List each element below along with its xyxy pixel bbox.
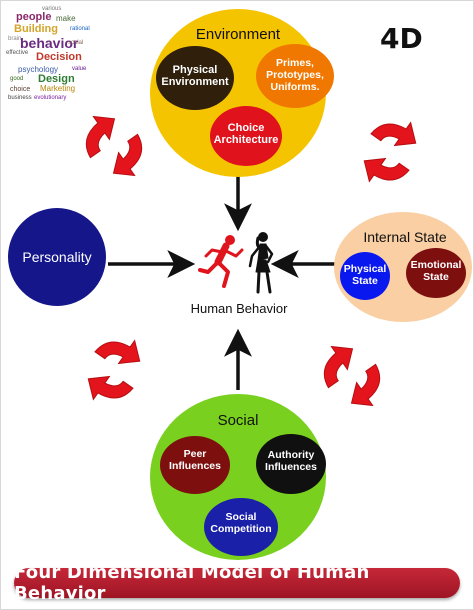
environment-title: Environment: [195, 26, 281, 43]
word-cloud-word: behavior: [20, 35, 79, 51]
physical-state-circle: [340, 252, 390, 300]
choice-architecture-circle: [210, 106, 282, 166]
word-cloud-word: business: [8, 95, 32, 101]
word-cloud-word: rational: [70, 26, 90, 32]
peer-influences-circle: [160, 436, 230, 494]
authority-influences-label: Authority Influences: [265, 449, 317, 473]
word-cloud-word: people: [16, 11, 52, 23]
word-cloud-word: social: [68, 40, 84, 46]
internal-state-title: Internal State: [363, 229, 447, 245]
word-cloud-logo: various people make Building behavior De…: [6, 6, 92, 102]
personality-title: Personality: [22, 249, 92, 265]
emotional-state-label: Emotional State: [410, 259, 462, 283]
dimension-badge: 4D: [380, 22, 423, 55]
title-banner-text: Four Dimensional Model of Human Behavior: [14, 562, 370, 604]
standing-woman-icon: [248, 232, 274, 294]
cycle-arrows-icon: [347, 107, 433, 197]
physical-state-label: Physical State: [343, 263, 387, 287]
running-man-icon: [198, 235, 244, 288]
social-competition-label: Social Competition: [210, 511, 272, 535]
word-cloud-word: make: [56, 14, 76, 23]
personality-circle: [8, 208, 106, 306]
social-competition-circle: [204, 498, 278, 556]
emotional-state-circle: [406, 248, 466, 298]
human-behavior-label: Human Behavior: [190, 301, 288, 316]
word-cloud-word: value: [72, 66, 87, 72]
peer-influences-label: Peer Influences: [169, 448, 221, 472]
physical-environment-circle: [156, 46, 234, 110]
title-banner: Four Dimensional Model of Human Behavior: [14, 562, 460, 604]
word-cloud-word: Design: [38, 73, 75, 85]
primes-circle: [256, 44, 334, 108]
word-cloud-word: brain: [8, 36, 22, 42]
authority-influences-circle: [256, 434, 326, 494]
word-cloud-word: Building: [14, 23, 58, 35]
word-cloud-word: Marketing: [40, 84, 76, 93]
cycle-arrows-icon: [309, 331, 395, 421]
word-cloud-word: good: [10, 76, 24, 82]
cycle-arrows-icon: [71, 101, 157, 191]
primes-label: Primes, Prototypes, Uniforms.: [266, 57, 324, 93]
word-cloud-word: various: [42, 6, 62, 12]
word-cloud-word: evolutionary: [34, 95, 67, 101]
cycle-arrows-icon: [71, 325, 157, 415]
word-cloud-word: choice: [10, 86, 31, 93]
word-cloud-word: effective: [6, 50, 29, 56]
choice-architecture-label: Choice Architecture: [213, 122, 279, 147]
word-cloud-word: Decision: [36, 51, 82, 63]
physical-environment-label: Physical Environment: [161, 64, 229, 89]
word-cloud-word: psychology: [18, 65, 59, 74]
social-title: Social: [217, 412, 259, 429]
